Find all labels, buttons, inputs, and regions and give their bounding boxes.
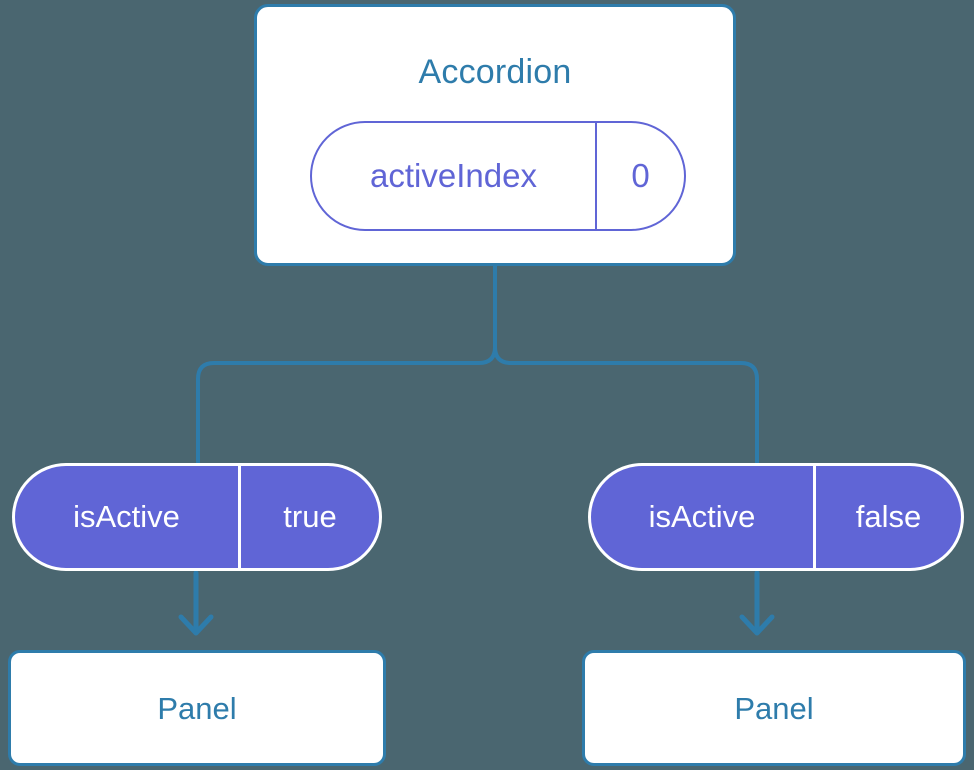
panel-title-right: Panel (734, 690, 814, 726)
arrow-left-head-icon (178, 614, 214, 636)
arrow-right-head-icon (739, 614, 775, 636)
edge-root-stem (196, 264, 497, 465)
accordion-title: Accordion (418, 53, 572, 91)
state-key-label: activeIndex (312, 123, 597, 229)
state-badge-active-index[interactable]: activeIndex 0 (310, 121, 686, 231)
prop-key-label-left: isActive (15, 466, 241, 568)
panel-component-card-right[interactable]: Panel (582, 650, 966, 766)
edge-root-to-right (493, 264, 759, 465)
prop-key-label-right: isActive (591, 466, 816, 568)
panel-component-card-left[interactable]: Panel (8, 650, 386, 766)
panel-title-left: Panel (157, 690, 237, 726)
prop-badge-left-is-active[interactable]: isActive true (12, 463, 382, 571)
prop-value-label-left: true (283, 499, 337, 534)
prop-badge-right-is-active[interactable]: isActive false (588, 463, 964, 571)
prop-value-label-right: false (855, 499, 922, 534)
state-value-label: 0 (631, 157, 650, 194)
accordion-component-card[interactable]: Accordion activeIndex 0 (254, 4, 736, 266)
